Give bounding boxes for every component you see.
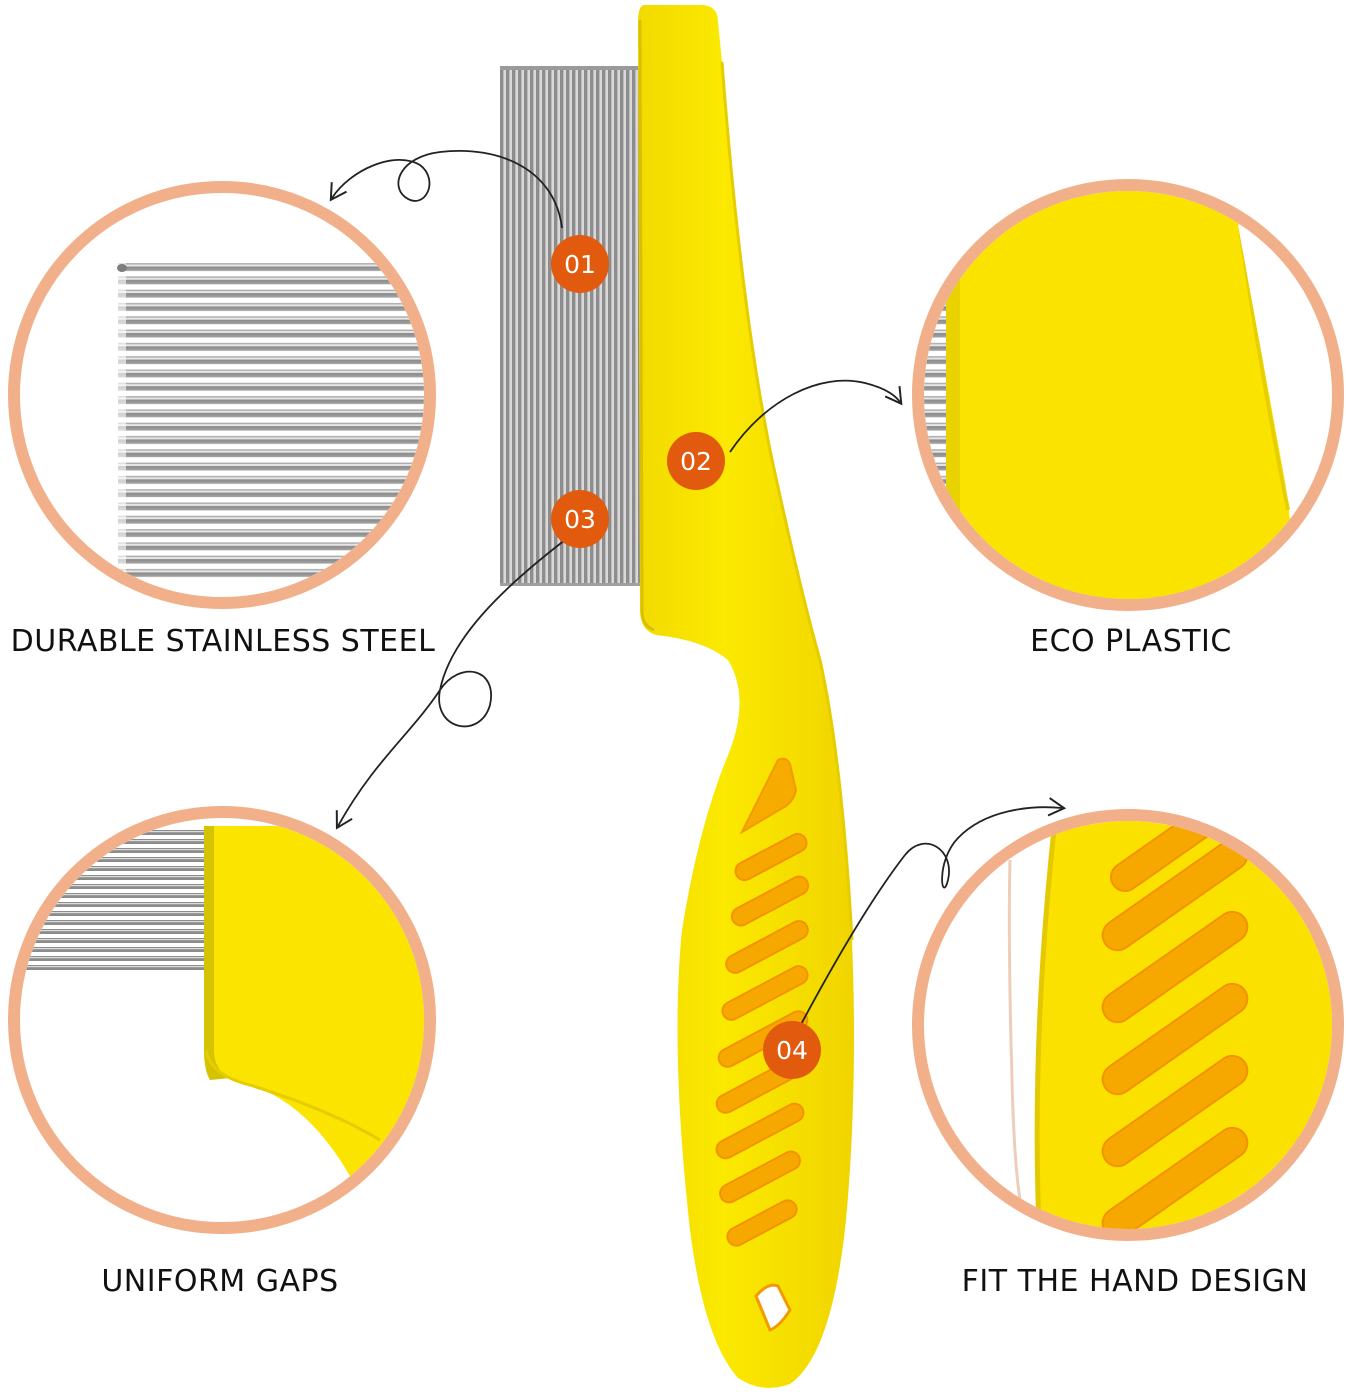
zoom-circle-steel <box>8 181 436 609</box>
badge-03: 03 <box>551 490 609 548</box>
flea-comb <box>500 5 854 1388</box>
grip-grooves <box>715 832 810 1247</box>
svg-text:04: 04 <box>776 1036 808 1065</box>
hanging-hole <box>754 1283 792 1332</box>
badge-01: 01 <box>551 235 609 293</box>
zoom-circle-plastic <box>912 179 1344 611</box>
label-durable-stainless-steel: DURABLE STAINLESS STEEL <box>10 624 436 659</box>
label-eco-plastic: ECO PLASTIC <box>1030 624 1232 659</box>
zoom-circle-gaps <box>8 806 436 1234</box>
label-fit-the-hand-design: FIT THE HAND DESIGN <box>961 1264 1309 1299</box>
label-uniform-gaps: UNIFORM GAPS <box>101 1264 339 1299</box>
svg-text:03: 03 <box>564 505 596 534</box>
svg-text:01: 01 <box>564 250 596 279</box>
curved-arrow-icon <box>329 150 1067 1031</box>
grip-triangle-top <box>739 757 798 835</box>
svg-text:02: 02 <box>680 447 712 476</box>
badge-02: 02 <box>667 432 725 490</box>
zoom-circle-hand <box>912 809 1344 1241</box>
badge-04: 04 <box>763 1021 821 1079</box>
